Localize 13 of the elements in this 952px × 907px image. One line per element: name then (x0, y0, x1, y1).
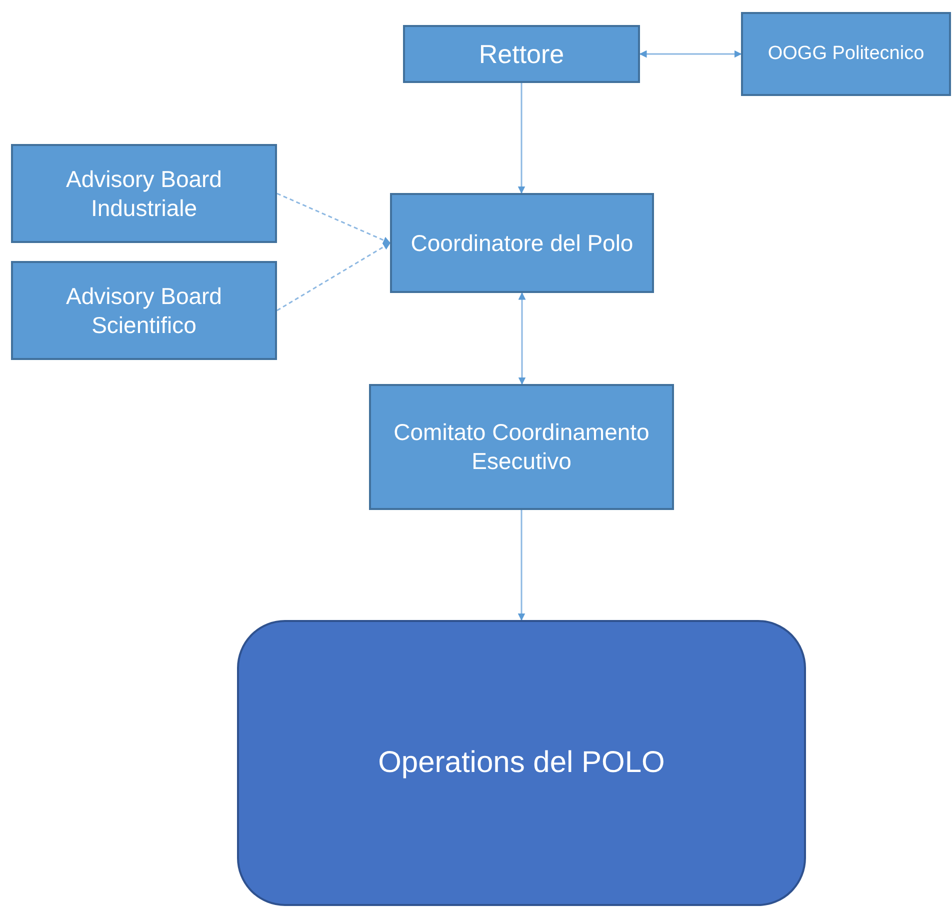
arrow (518, 83, 526, 194)
process-box: Coordinatore del Polo (390, 193, 654, 293)
process-box: Comitato Coordinamento Esecutivo (369, 384, 674, 510)
process-box: Advisory Board Industriale (11, 144, 277, 243)
process-box: Advisory Board Scientifico (11, 261, 277, 360)
rounded-box: Operations del POLO (237, 620, 806, 906)
arrow (639, 50, 742, 58)
arrow (276, 192, 391, 244)
process-box: Rettore (403, 25, 640, 83)
arrow (518, 292, 526, 385)
process-box: OOGG Politecnico (741, 12, 951, 96)
arrow (518, 510, 526, 621)
arrow (276, 242, 391, 312)
